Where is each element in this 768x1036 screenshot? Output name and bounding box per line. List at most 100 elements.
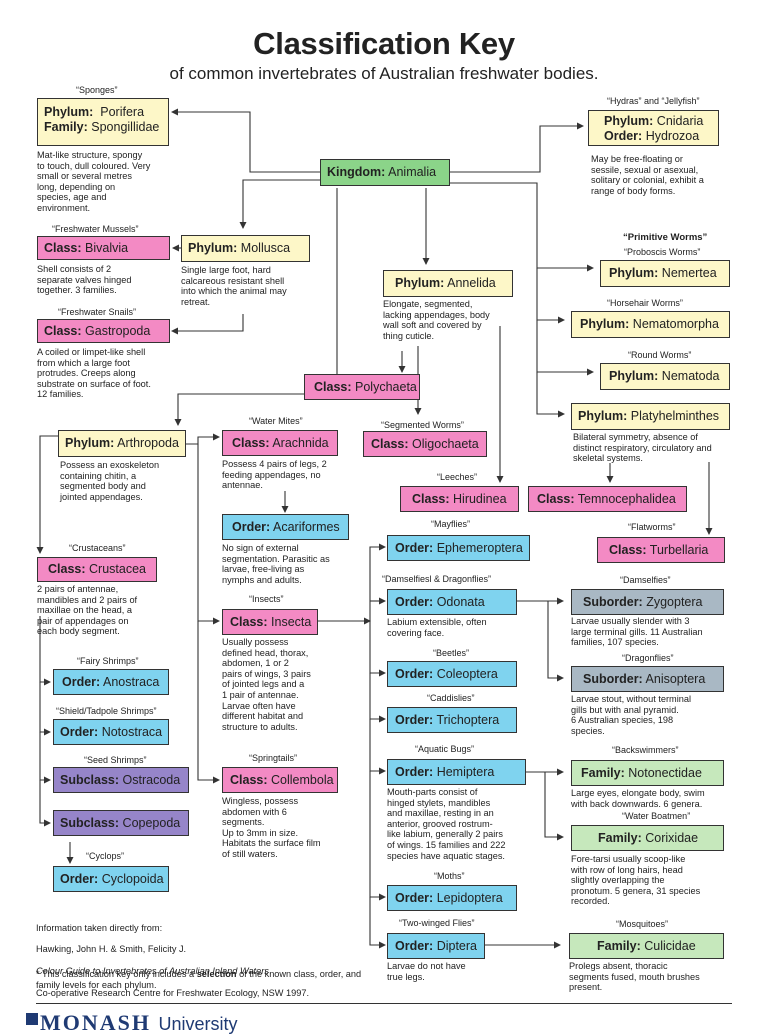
desc-crustacea: 2 pairs of antennae, mandibles and 2 pai… bbox=[37, 584, 138, 637]
turbellaria-rank: Class: bbox=[609, 543, 647, 557]
node-suborder-anisoptera: Suborder: Anisoptera bbox=[571, 666, 724, 692]
edge-kingdom-mollusca bbox=[239, 179, 320, 229]
logo-word: MONASH bbox=[40, 1010, 151, 1035]
node-class-temnocephalidea: Class: Temnocephalidea bbox=[528, 486, 687, 512]
cnidaria-order-name: Hydrozoa bbox=[645, 129, 700, 143]
porifera-family-name: Spongillidae bbox=[91, 120, 160, 134]
desc-bivalvia: Shell consists of 2 separate valves hing… bbox=[37, 264, 132, 296]
reference-line-3: Colour Guide to Invertebrates of Austral… bbox=[36, 966, 309, 977]
edge-insecta-hemiptera bbox=[369, 719, 386, 775]
edge-kingdom-cnidaria bbox=[450, 122, 584, 173]
caption-corixidae: “Water Boatmen” bbox=[622, 811, 691, 821]
monash-logo: MONASH University bbox=[40, 1010, 238, 1036]
caption-crustacea: “Crustaceans” bbox=[69, 543, 126, 553]
desc-insecta: Usually possess defined head, thorax, ab… bbox=[222, 637, 311, 732]
node-order-lepidoptera: Order: Lepidoptera bbox=[387, 885, 517, 911]
node-suborder-zygoptera: Suborder: Zygoptera bbox=[571, 589, 724, 615]
edge-trunk-nematomorpha bbox=[536, 268, 565, 324]
porifera-family-rank: Family: bbox=[44, 120, 88, 134]
edge-crustacea-ostracoda bbox=[39, 732, 51, 784]
node-class-oligochaeta: Class: Oligochaeta bbox=[363, 431, 487, 457]
gastropoda-name: Gastropoda bbox=[85, 324, 151, 338]
node-phylum-platyhelminthes: Phylum: Platyhelminthes bbox=[571, 403, 730, 430]
node-subclass-ostracoda: Subclass: Ostracoda bbox=[53, 767, 189, 793]
caption-notostraca: “Shield/Tadpole Shrimps” bbox=[56, 706, 157, 716]
desc-platyhelminthes: Bilateral symmetry, absence of distinct … bbox=[573, 432, 712, 464]
caption-porifera: “Sponges” bbox=[76, 85, 118, 95]
cnidaria-phylum-name: Cnidaria bbox=[656, 114, 704, 128]
caption-diptera: “Two-winged Flies” bbox=[399, 918, 475, 928]
collembola-name: Collembola bbox=[271, 773, 334, 787]
kingdom-name: Animalia bbox=[388, 165, 437, 179]
monash-logo-icon bbox=[26, 1013, 38, 1025]
annelida-name: Annelida bbox=[447, 276, 496, 290]
node-class-polychaeta: Class: Polychaeta bbox=[304, 374, 420, 400]
edge-insecta-trichoptera bbox=[369, 673, 386, 723]
culicidae-rank: Family: bbox=[597, 939, 641, 953]
caption-lepidoptera: “Moths” bbox=[434, 871, 465, 881]
hemiptera-name: Hemiptera bbox=[436, 765, 495, 779]
node-order-cyclopoida: Order: Cyclopoida bbox=[53, 866, 169, 892]
acariformes-rank: Order: bbox=[232, 520, 271, 534]
edge-trunk-platyhelminthes bbox=[536, 372, 565, 418]
oligochaeta-name: Oligochaeta bbox=[412, 437, 479, 451]
anisoptera-rank: Suborder: bbox=[583, 672, 643, 686]
edge-insecta-coleoptera bbox=[369, 621, 386, 677]
desc-acariformes: No sign of external segmentation. Parasi… bbox=[222, 543, 330, 585]
node-phylum-nematomorpha: Phylum: Nematomorpha bbox=[571, 311, 730, 338]
temnocephalidea-name: Temnocephalidea bbox=[577, 492, 676, 506]
crustacea-name: Crustacea bbox=[89, 562, 146, 576]
node-class-turbellaria: Class: Turbellaria bbox=[597, 537, 725, 563]
odonata-rank: Order: bbox=[395, 595, 434, 609]
caption-hemiptera: “Aquatic Bugs” bbox=[415, 744, 475, 754]
porifera-phylum-name: Porifera bbox=[100, 105, 145, 119]
nematomorpha-name: Nematomorpha bbox=[632, 317, 719, 331]
desc-mollusca: Single large foot, hard calcareous resis… bbox=[181, 265, 287, 307]
desc-arachnida: Possess 4 pairs of legs, 2 feeding appen… bbox=[222, 459, 327, 491]
caption-bivalvia: “Freshwater Mussels” bbox=[52, 224, 139, 234]
node-phylum-arthropoda: Phylum: Arthropoda bbox=[58, 430, 186, 457]
caption-hirudinea: “Leeches” bbox=[437, 472, 478, 482]
page-title: Classification Key bbox=[253, 26, 515, 61]
cnidaria-order-rank: Order: bbox=[604, 129, 643, 143]
node-phylum-porifera: Phylum: Porifera Family: Spongillidae bbox=[37, 98, 169, 146]
edge-arthropoda-arachnida bbox=[186, 433, 220, 445]
gastropoda-rank: Class: bbox=[44, 324, 82, 338]
node-class-bivalvia: Class: Bivalvia bbox=[37, 236, 170, 260]
nemertea-name: Nemertea bbox=[661, 266, 717, 280]
caption-nematomorpha: “Horsehair Worms” bbox=[607, 298, 683, 308]
desc-diptera: Larvae do not have true legs. bbox=[387, 961, 466, 982]
node-subclass-copepoda: Subclass: Copepoda bbox=[53, 810, 189, 836]
node-class-collembola: Class: Collembola bbox=[222, 767, 338, 793]
caption-notonectidae: “Backswimmers” bbox=[612, 745, 679, 755]
caption-insecta: “Insects” bbox=[249, 594, 284, 604]
notonectidae-name: Notonectidae bbox=[628, 766, 702, 780]
caption-cyclopoida: “Cyclops” bbox=[86, 851, 125, 861]
cyclopoida-rank: Order: bbox=[60, 872, 99, 886]
crustacea-rank: Class: bbox=[48, 562, 86, 576]
node-phylum-mollusca: Phylum: Mollusca bbox=[181, 235, 310, 262]
arachnida-name: Arachnida bbox=[272, 436, 329, 450]
caption-collembola: “Springtails” bbox=[249, 753, 298, 763]
node-order-notostraca: Order: Notostraca bbox=[53, 719, 169, 745]
desc-odonata: Labium extensible, often covering face. bbox=[387, 617, 487, 638]
notonectidae-rank: Family: bbox=[581, 766, 625, 780]
edge-crustacea-copepoda bbox=[39, 780, 51, 827]
culicidae-name: Culicidae bbox=[644, 939, 696, 953]
node-family-notonectidae: Family: Notonectidae bbox=[571, 760, 724, 786]
nematoda-rank: Phylum: bbox=[609, 369, 659, 383]
node-class-insecta: Class: Insecta bbox=[222, 609, 318, 635]
kingdom-rank: Kingdom: bbox=[327, 165, 386, 179]
caption-turbellaria: “Flatworms” bbox=[628, 522, 676, 532]
corixidae-rank: Family: bbox=[598, 831, 642, 845]
anostraca-name: Anostraca bbox=[103, 675, 160, 689]
trichoptera-name: Trichoptera bbox=[436, 713, 500, 727]
reference-line-4: Co-operative Research Centre for Freshwa… bbox=[36, 987, 310, 998]
lepidoptera-rank: Order: bbox=[395, 891, 434, 905]
hirudinea-rank: Class: bbox=[412, 492, 450, 506]
node-class-crustacea: Class: Crustacea bbox=[37, 557, 157, 582]
edge-arthropoda-crustacea bbox=[36, 435, 58, 554]
desc-gastropoda: A coiled or limpet-like shell from which… bbox=[37, 347, 151, 400]
platyhelminthes-rank: Phylum: bbox=[578, 409, 628, 423]
node-order-acariformes: Order: Acariformes bbox=[222, 514, 349, 540]
